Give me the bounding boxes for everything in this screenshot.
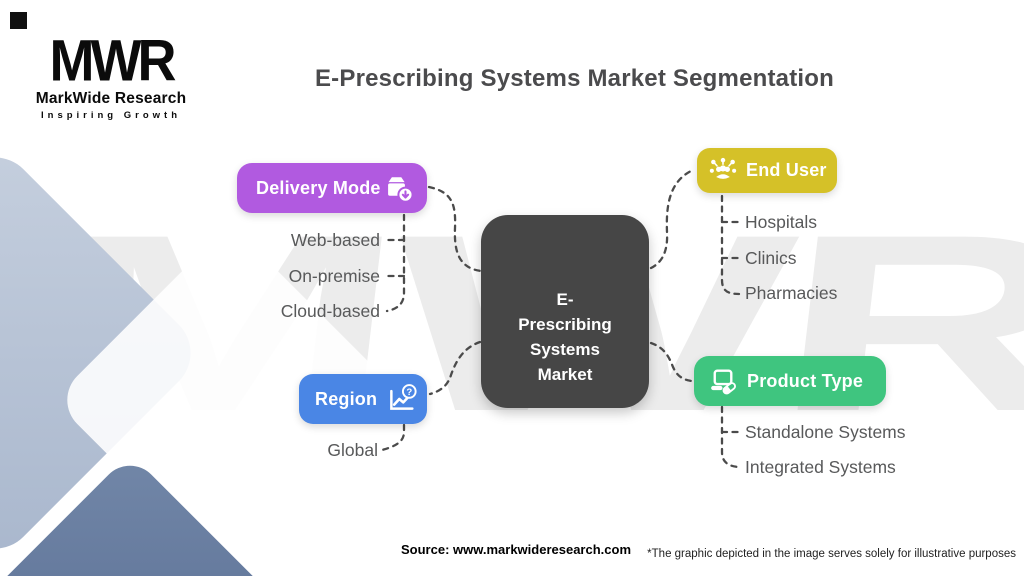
item-clinics: Clinics <box>745 248 797 268</box>
branch-label-region: Region <box>315 388 378 409</box>
corner-accent-square <box>10 12 27 29</box>
item-integrated-systems: Integrated Systems <box>745 457 896 477</box>
svg-text:?: ? <box>406 387 412 398</box>
logo-monogram: MWR <box>49 28 177 94</box>
logo-tagline: Inspiring Growth <box>41 110 181 121</box>
branch-node-delivery-mode: Delivery Mode <box>237 163 427 213</box>
item-global: Global <box>327 440 378 460</box>
item-on-premise: On-premise <box>288 266 380 286</box>
chart-question-icon: ? <box>390 384 417 410</box>
item-cloud-based: Cloud-based <box>280 301 380 321</box>
branch-label-delivery-mode: Delivery Mode <box>256 177 381 198</box>
branch-label-end-user: End User <box>746 160 827 180</box>
page-title: E-Prescribing Systems Market Segmentatio… <box>314 65 835 92</box>
branch-label-product-type: Product Type <box>747 370 864 391</box>
central-node-label: E- Prescribing Systems Market <box>518 290 612 384</box>
source-text: Source: www.markwideresearch.com <box>401 542 632 557</box>
item-web-based: Web-based <box>290 230 380 250</box>
item-hospitals: Hospitals <box>745 212 817 232</box>
package-download-icon <box>388 176 414 203</box>
people-network-icon <box>709 157 737 179</box>
branch-node-product-type: Product Type <box>694 356 886 406</box>
item-pharmacies: Pharmacies <box>745 283 838 303</box>
branch-node-end-user: End User <box>697 148 837 193</box>
logo-name: MarkWide Research <box>35 90 187 107</box>
branch-node-region: Region ? <box>299 374 427 424</box>
disclaimer-text: *The graphic depicted in the image serve… <box>647 548 1016 560</box>
laptop-pill-icon <box>711 368 736 394</box>
central-node-eprescribing-systems-market: E- Prescribing Systems Market <box>481 215 649 408</box>
markwide-research-logo: MWR MarkWide Research Inspiring Growth <box>26 28 196 121</box>
item-standalone-systems: Standalone Systems <box>745 422 906 442</box>
